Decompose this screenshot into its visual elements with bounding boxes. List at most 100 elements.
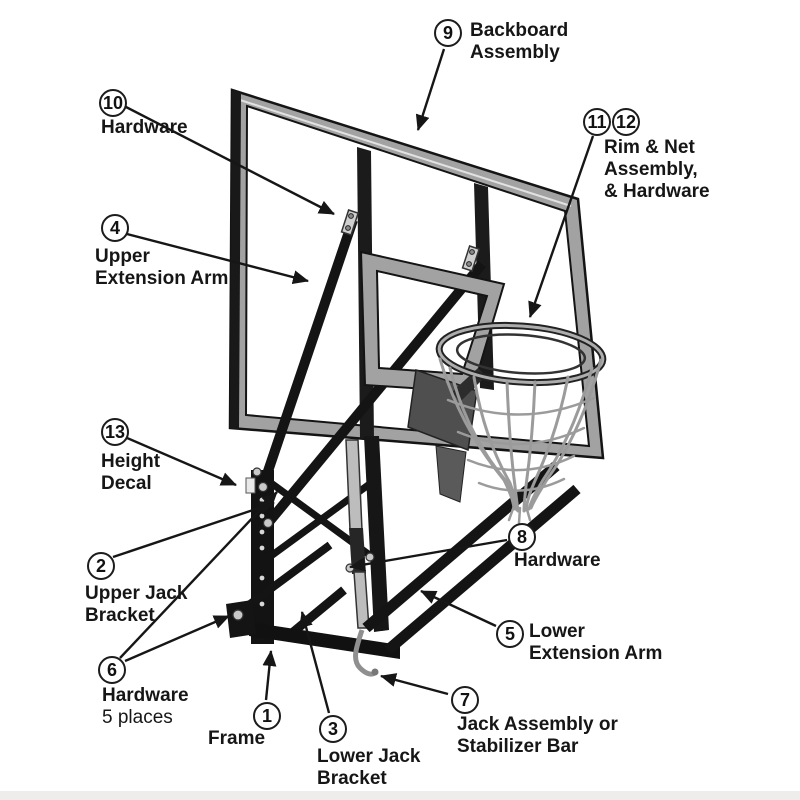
label-line: Lower Jack [317,746,421,767]
callout-7-badge: 7 [451,686,479,714]
label-line: Hardware [102,685,189,706]
hook-foot [371,668,379,676]
height-decal [245,477,256,494]
jack-cylinder-upper [345,439,363,531]
callout-4-badge: 4 [101,214,129,242]
rim [435,321,607,387]
label-line: Bracket [317,768,387,789]
pivot-bolt [365,552,375,562]
arrow-9-backboard [415,48,446,131]
label-line: Bracket [85,605,155,626]
rim-mount-lower [435,445,467,503]
label-rim-net-assembly: Rim & Net Assembly, & Hardware [604,137,710,203]
frame-bottom-bar [249,622,400,659]
label-line: Stabilizer Bar [457,736,579,757]
pivot-bolt [257,481,269,493]
arrow-4-upper-extension-arm [126,232,309,285]
jack-rail [364,436,389,632]
callout-5-badge: 5 [496,620,524,648]
strut-hardware [340,209,481,272]
label-line: Assembly, [604,159,698,180]
label-line: Extension Arm [95,268,229,289]
callout-3-badge: 3 [319,715,347,743]
brace [239,541,333,614]
bolt [469,249,475,255]
upper-arm-right [265,260,486,526]
callout-11-badge: 11 [583,108,611,136]
bolt-hole [259,575,265,581]
label-line: Upper [95,246,150,267]
arrow-3-lower-jack-bracket [299,611,331,714]
pivot-bolt [232,609,244,621]
label-line: Hardware [514,550,601,571]
bolt [345,225,351,231]
label-line: Extension Arm [529,643,663,664]
callout-2-badge: 2 [87,552,115,580]
bottom-edge-strip [0,791,800,800]
pivot-bolt [262,517,274,529]
label-upper-jack-bracket: Upper Jack Bracket [85,583,187,627]
label-line: 5 places [102,707,173,728]
leader-arrows [112,48,595,714]
arrow-6-hardware-b [124,614,230,663]
label-line: Upper Jack [85,583,188,604]
hardware-bolt [345,563,355,573]
net [438,357,603,525]
stabilizer-hook [353,629,378,677]
upper-jack-bracket [251,470,274,644]
arrow-2-upper-jack-bracket [112,501,275,559]
frame-left-edge [230,90,241,429]
arrow-10-hardware [125,105,335,216]
callout-12-badge: 12 [612,108,640,136]
label-jack-assembly: Jack Assembly or Stabilizer Bar [457,714,618,758]
callout-13-badge: 13 [101,418,129,446]
label-hardware-10: Hardware [101,117,188,139]
label-line: & Hardware [604,181,710,202]
label-hardware-5-places: Hardware 5 places [102,685,189,729]
bolt-hole [259,545,265,551]
label-upper-extension-arm: Upper Extension Arm [95,246,228,290]
bolt-hole [259,529,265,535]
frame-highlight [239,99,572,207]
lower-extension-arm-2 [384,484,581,655]
rim-tube-highlight [437,323,605,385]
arrow-11-rim-net [528,135,595,318]
label-frame: Frame [208,728,265,750]
label-hardware-8: Hardware [514,550,601,572]
shooter-square-inner [376,270,488,375]
label-line: Backboard [470,20,569,41]
bolt-hole [259,513,265,519]
callout-9-badge: 9 [434,19,462,47]
label-line: Decal [101,473,152,494]
rim-and-net-assembly [407,321,607,525]
arrow-7-jack-assembly [380,673,449,696]
label-line: Lower [529,621,585,642]
arrow-8-hardware [349,538,508,572]
arrow-6-hardware-a [119,491,278,659]
arrow-13-height-decal [126,436,237,487]
bolt [348,213,354,219]
label-line: Height [101,451,161,472]
arrow-1-frame [262,650,277,701]
callout-6-badge: 6 [98,656,126,684]
bolt [466,261,472,267]
callout-10-badge: 10 [99,89,127,117]
arrow-5-lower-extension-arm [420,589,497,628]
rim-inner-edge [455,333,587,375]
label-height-decal: Height Decal [101,451,160,495]
upper-arm-left [258,218,358,488]
bolt [252,467,262,477]
label-line: Hardware [101,117,188,138]
label-line: Frame [208,728,266,749]
bolt-hole [259,601,265,607]
callout-8-badge: 8 [508,523,536,551]
bolt-hole [259,497,265,503]
jack-cylinder-lower [353,571,370,629]
label-line: Rim & Net [604,137,695,158]
label-line: Assembly [470,42,560,63]
label-backboard-assembly: Backboard Assembly [470,20,568,64]
label-lower-extension-arm: Lower Extension Arm [529,621,662,665]
label-line: Jack Assembly or [457,714,618,735]
